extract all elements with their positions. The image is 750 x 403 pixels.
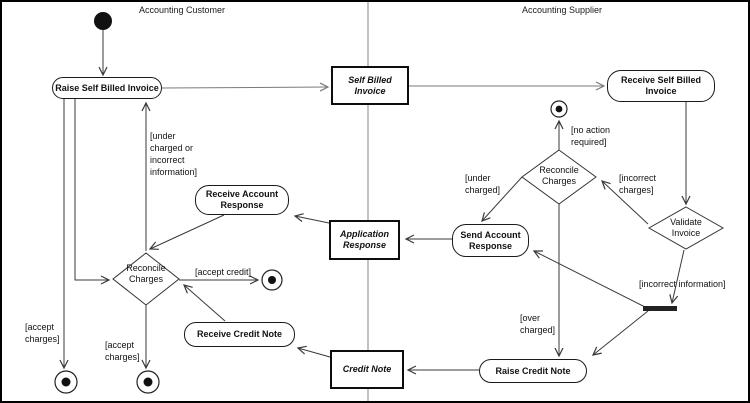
- final-node-accept-credit: [261, 269, 283, 291]
- decision-validate-invoice: [647, 206, 725, 250]
- activity-receive-self-billed-invoice: Receive Self Billed Invoice: [607, 70, 715, 102]
- edge-reconcile-supplier-to-send-response: [481, 176, 523, 222]
- guard-incorrect-information: [incorrect information]: [639, 279, 726, 289]
- activity-raise-self-billed-invoice: Raise Self Billed Invoice: [52, 77, 162, 99]
- guard-incorrect-charges: [incorrect charges]: [619, 173, 657, 195]
- decision-label-validate-invoice: Validate Invoice: [670, 217, 702, 238]
- edge-credit-note-to-receive-credit-note: [296, 345, 331, 358]
- edge-fork-to-send-response: [532, 250, 646, 308]
- decision-label-reconcile-customer: Reconcile Charges: [126, 263, 166, 284]
- guard-no-action-required: [no action required]: [571, 125, 611, 147]
- guard-under-charged-or-incorrect-information: [under charged or incorrect information]: [150, 131, 198, 177]
- edge-application-response-to-receive-response: [293, 213, 330, 224]
- guard-accept-charges-left: [accept charges]: [25, 322, 60, 344]
- guard-accept-charges-middle: [accept charges]: [105, 340, 140, 362]
- lane-header-customer: Accounting Customer: [138, 5, 226, 15]
- edge-receive-response-to-reconcile-customer: [148, 214, 225, 250]
- edge-raise-invoice-to-self-billed-invoice: [161, 82, 330, 92]
- start-node: [94, 12, 112, 30]
- edge-validate-to-fork: [669, 249, 685, 305]
- edge-receive-credit-note-to-reconcile-customer: [182, 284, 226, 322]
- object-application-response: Application Response: [329, 220, 400, 260]
- activity-raise-credit-note: Raise Credit Note: [479, 359, 587, 383]
- final-node-accept-charges-middle: [136, 370, 160, 394]
- final-node-accept-charges-left: [54, 370, 78, 394]
- fork-bar: [643, 306, 677, 311]
- edge-raise-invoice-to-reconcile-customer: [74, 99, 111, 285]
- guard-accept-credit: [accept credit]: [195, 267, 252, 277]
- object-credit-note: Credit Note: [330, 350, 404, 389]
- activity-receive-account-response: Receive Account Response: [195, 185, 289, 215]
- activity-send-account-response: Send Account Response: [452, 224, 529, 257]
- decision-reconcile-charges-customer: [112, 252, 180, 306]
- edge-validate-to-reconcile-supplier: [601, 180, 649, 225]
- decision-label-reconcile-supplier: Reconcile Charges: [539, 165, 579, 186]
- final-node-no-action: [550, 100, 568, 118]
- edge-fork-to-raise-credit-note: [591, 310, 649, 356]
- activity-receive-credit-note: Receive Credit Note: [184, 322, 295, 347]
- lane-header-supplier: Accounting Supplier: [521, 5, 603, 15]
- guard-under-charged: [under charged]: [465, 173, 501, 195]
- guard-over-charged: [over charged]: [520, 313, 556, 335]
- decision-reconcile-charges-supplier: [521, 149, 597, 205]
- object-self-billed-invoice: Self Billed Invoice: [331, 66, 409, 105]
